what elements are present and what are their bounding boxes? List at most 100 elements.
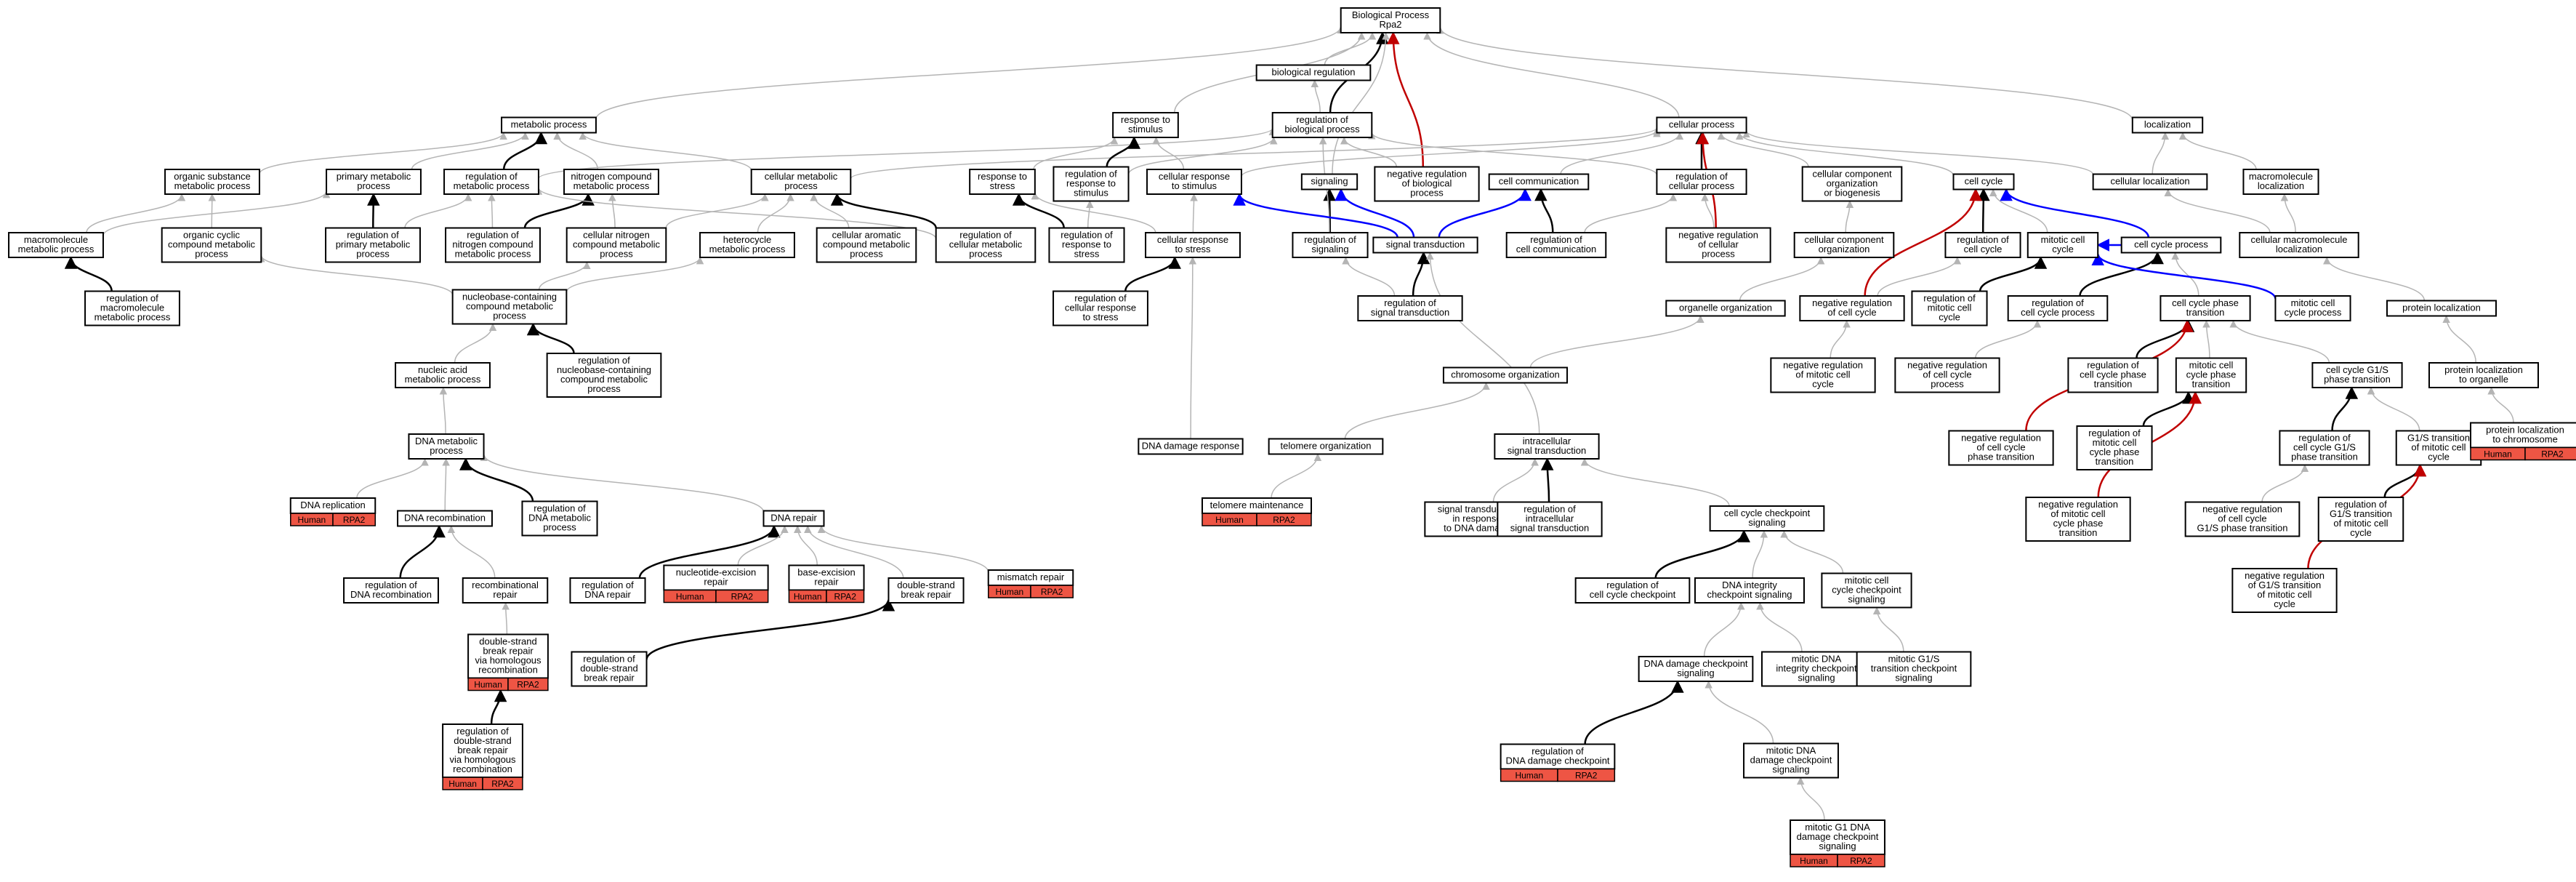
go-term-node-metabolic-process[interactable]: metabolic process xyxy=(501,116,597,134)
go-term-node-dna-repair[interactable]: DNA repair xyxy=(762,510,825,527)
go-term-node-protein-localization[interactable]: protein localization xyxy=(2386,300,2497,317)
go-term-node-signal-transduction[interactable]: signal transduction xyxy=(1372,236,1478,254)
go-term-node-cell-cycle-process[interactable]: cell cycle process xyxy=(2120,236,2222,254)
go-term-node-dna-recombination[interactable]: DNA recombination xyxy=(397,510,493,527)
go-term-node-dna-damage-response[interactable]: DNA damage response xyxy=(1138,438,1244,455)
go-term-node-localization[interactable]: localization xyxy=(2131,116,2204,134)
go-term-node-telomere-organization[interactable]: telomere organization xyxy=(1268,438,1384,455)
go-term-node-organelle-organization[interactable]: organelle organization xyxy=(1665,300,1786,317)
go-term-node-cell-communication[interactable]: cell communication xyxy=(1488,173,1590,191)
go-term-node-regulation-of-nucleobase-containing-compound-metabolic-process[interactable]: regulation ofnucleobase-containingcompou… xyxy=(546,353,662,398)
go-term-node-cellular-process[interactable]: cellular process xyxy=(1656,116,1747,134)
go-term-node-chromosome-organization[interactable]: chromosome organization xyxy=(1442,366,1569,384)
go-term-node-cellular-localization[interactable]: cellular localization xyxy=(2092,173,2208,191)
go-term-node-signaling[interactable]: signaling xyxy=(1300,173,1359,191)
go-term-node-cell-cycle[interactable]: cell cycle xyxy=(1952,173,2015,191)
go-term-node-biological-regulation[interactable]: biological regulation xyxy=(1255,64,1372,81)
